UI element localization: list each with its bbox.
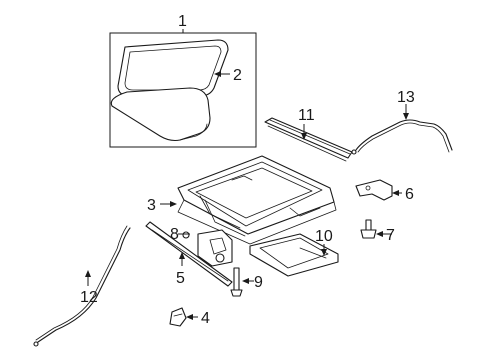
bolt-7-part	[360, 219, 392, 239]
glass-seal-part	[117, 39, 229, 97]
callout-11: 11	[298, 107, 315, 124]
callout-3: 3	[147, 197, 156, 214]
callout-10: 10	[315, 228, 333, 245]
drain-hose-12-part	[33, 225, 131, 347]
deflector-part	[264, 117, 353, 162]
callout-1: 1	[178, 13, 187, 30]
sunshade-part	[249, 233, 339, 277]
clip-4-part	[169, 307, 198, 327]
callout-4: 4	[201, 310, 210, 327]
callout-12: 12	[80, 289, 98, 306]
callout-7: 7	[386, 227, 395, 244]
sunroof-frame-part	[160, 155, 337, 245]
glass-panel-part	[110, 87, 211, 142]
drain-hose-13-part	[351, 104, 453, 155]
guide-rail-part	[145, 221, 233, 287]
callout-2: 2	[233, 67, 242, 84]
glass-assembly-group	[109, 32, 257, 148]
callout-13: 13	[397, 89, 415, 106]
callout-6: 6	[405, 186, 414, 203]
bracket-6-part	[355, 179, 402, 201]
callout-9: 9	[254, 274, 263, 291]
callout-8: 8	[170, 226, 179, 243]
callout-5: 5	[176, 270, 185, 287]
motor-part	[178, 229, 233, 267]
pin-9-part	[230, 267, 254, 297]
